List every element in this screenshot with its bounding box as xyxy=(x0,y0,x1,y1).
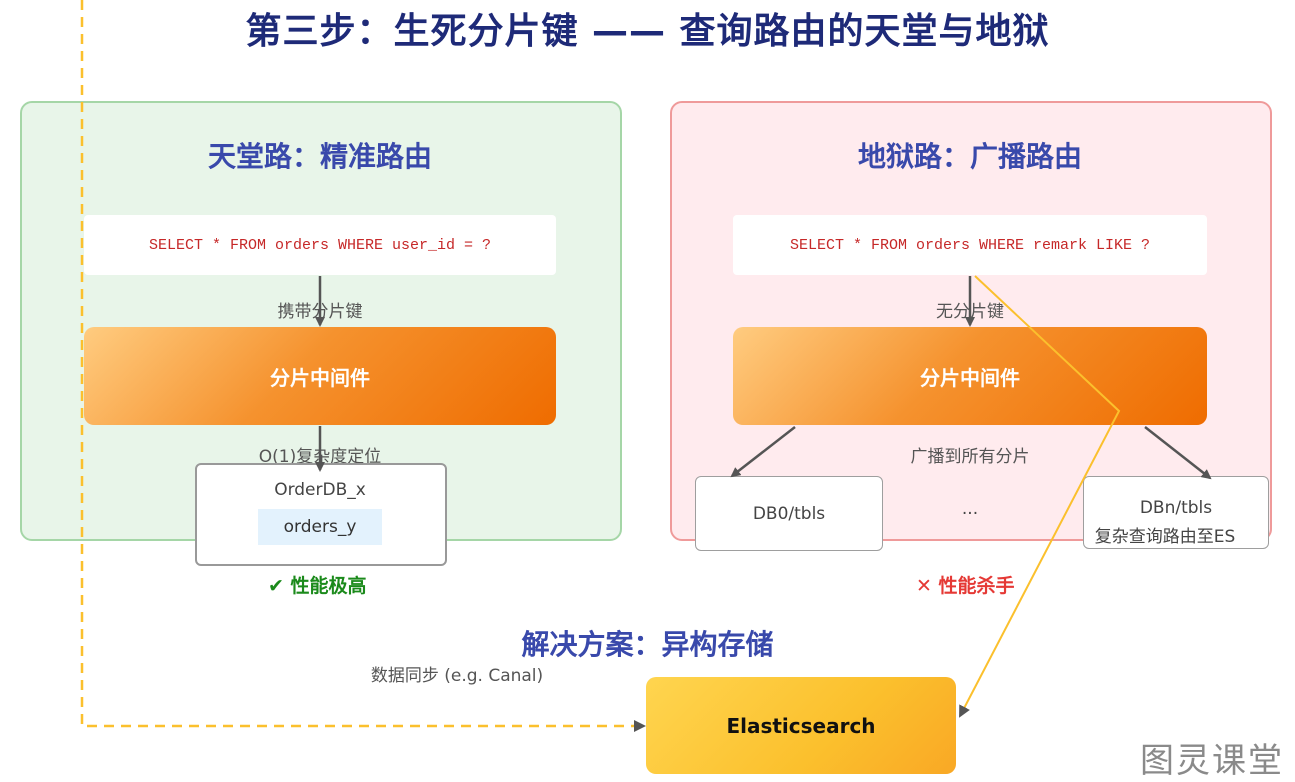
hell-reroute-label: 复杂查询路由至ES xyxy=(1094,527,1236,547)
hell-verdict: ✕ 性能杀手 xyxy=(916,571,1015,598)
heaven-target-table: orders_y xyxy=(258,509,382,545)
hell-panel-title: 地狱路：广播路由 xyxy=(857,140,1082,173)
check-icon: ✔ xyxy=(268,575,284,597)
elasticsearch-node: Elasticsearch xyxy=(646,677,956,774)
heaven-panel-title: 天堂路：精准路由 xyxy=(207,140,432,173)
solution-title: 解决方案：异构存储 xyxy=(521,628,774,661)
cross-icon: ✕ xyxy=(916,575,932,597)
heaven-db-name: OrderDB_x xyxy=(274,480,366,500)
data-sync-label: 数据同步 (e.g. Canal) xyxy=(370,666,544,686)
heaven-verdict: ✔ 性能极高 xyxy=(268,571,367,598)
hell-arrow-to-db-last xyxy=(1144,426,1212,480)
hell-db-last: DBn/tbls xyxy=(1083,476,1269,549)
page-title: 第三步：生死分片键 —— 查询路由的天堂与地狱 xyxy=(245,11,1050,52)
hell-arrow-to-db-first xyxy=(730,426,796,478)
heaven-sql-query: SELECT * FROM orders WHERE user_id = ? xyxy=(84,215,556,275)
hell-db-ellipsis: ... xyxy=(961,499,979,519)
reroute-to-es-line xyxy=(959,275,1121,718)
hell-sharding-middleware: 分片中间件 xyxy=(733,327,1207,425)
watermark: 图灵课堂 xyxy=(1140,741,1284,781)
data-sync-dashed-line xyxy=(80,0,646,732)
hell-sql-query: SELECT * FROM orders WHERE remark LIKE ? xyxy=(733,215,1207,275)
heaven-verdict-text: 性能极高 xyxy=(290,575,367,597)
hell-db-first: DB0/tbls xyxy=(695,476,883,551)
heaven-sharding-middleware: 分片中间件 xyxy=(84,327,556,425)
hell-edge-label-broadcast: 广播到所有分片 xyxy=(910,447,1030,467)
hell-verdict-text: 性能杀手 xyxy=(938,575,1015,597)
